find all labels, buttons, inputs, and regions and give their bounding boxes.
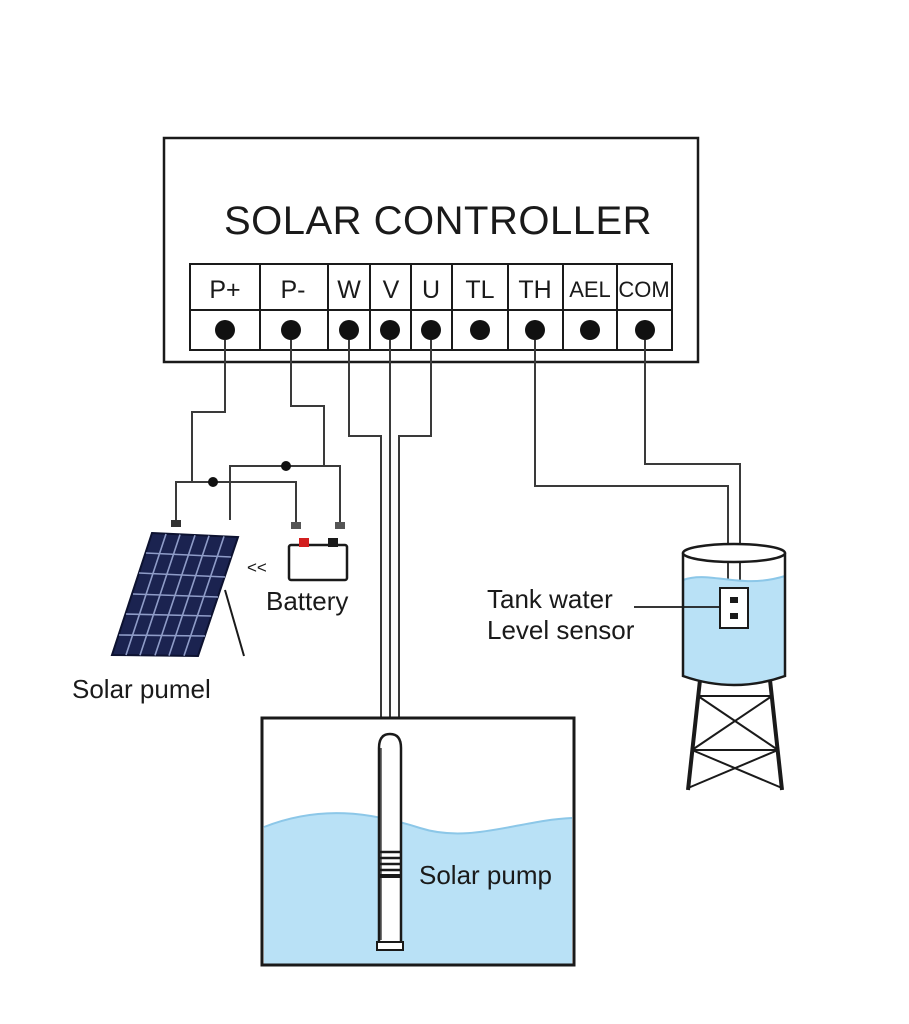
tank-sensor-label-line1: Tank water xyxy=(487,584,613,614)
terminal-label-w: W xyxy=(337,276,361,304)
tank-water xyxy=(683,576,785,685)
terminal-screw-ael xyxy=(580,320,600,340)
solar-controller: SOLAR CONTROLLER P+ P- W V U TL TH AEL C… xyxy=(162,136,700,364)
wire-p-minus xyxy=(229,340,325,520)
terminal-label-p-plus: P+ xyxy=(209,276,240,304)
wires xyxy=(175,340,741,718)
water-tank xyxy=(634,542,787,791)
wire-junction-2 xyxy=(281,461,291,471)
wire-junction-1 xyxy=(208,477,218,487)
battery-positive-terminal xyxy=(299,538,309,547)
wire-th xyxy=(534,340,729,590)
controller-title: SOLAR CONTROLLER xyxy=(224,199,652,243)
wire-panel-battery-pos xyxy=(192,481,297,522)
wire-p-plus xyxy=(175,340,226,520)
wire-panel-battery-neg xyxy=(324,465,341,522)
solar-panel-label: Solar pumel xyxy=(72,674,211,704)
terminal-label-v: V xyxy=(383,276,400,304)
solar-pump-label: Solar pump xyxy=(419,860,552,890)
terminal-screw-th xyxy=(525,320,545,340)
battery-negative-terminal xyxy=(328,538,338,547)
terminal-label-tl: TL xyxy=(465,276,494,304)
battery: << xyxy=(247,522,349,582)
terminal-label-th: TH xyxy=(518,276,551,304)
terminal-screw-tl xyxy=(470,320,490,340)
wire-com xyxy=(644,340,741,590)
tank-level-sensor xyxy=(719,587,749,629)
terminal-screw-u xyxy=(421,320,441,340)
tank-sensor-label-line2: Level sensor xyxy=(487,615,635,645)
solar-pump xyxy=(376,732,404,951)
terminal-screw-v xyxy=(380,320,400,340)
wire-w xyxy=(348,340,382,718)
terminal-label-p-minus: P- xyxy=(281,276,306,304)
terminal-screw-w xyxy=(339,320,359,340)
battery-label: Battery xyxy=(266,586,348,616)
battery-arrow-icon: << xyxy=(247,558,267,577)
terminal-label-com: COM xyxy=(618,277,669,302)
well-water xyxy=(264,813,572,964)
well xyxy=(260,716,576,967)
terminal-screw-com xyxy=(635,320,655,340)
terminal-screw-p-plus xyxy=(215,320,235,340)
terminal-label-u: U xyxy=(422,276,440,304)
terminal-label-ael: AEL xyxy=(569,277,611,302)
solar-panel xyxy=(110,520,245,658)
wire-u xyxy=(398,340,432,718)
terminal-screw-p-minus xyxy=(281,320,301,340)
